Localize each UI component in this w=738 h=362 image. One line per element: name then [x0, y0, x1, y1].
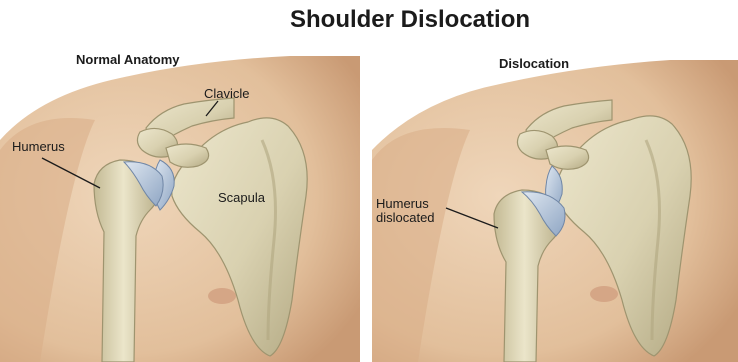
label-humerus: Humerus: [12, 139, 65, 154]
diagram-title: Shoulder Dislocation: [290, 6, 530, 33]
panel-heading-dislocation: Dislocation: [499, 56, 569, 71]
label-humerus-dislocated-line1: Humerus: [376, 196, 429, 211]
nipple: [208, 288, 236, 304]
label-clavicle: Clavicle: [204, 86, 250, 101]
nipple-right: [590, 286, 618, 302]
panel-normal-anatomy: Normal Anatomy Clavicle Humerus Scapula: [0, 52, 360, 362]
label-scapula: Scapula: [218, 190, 266, 205]
panel-dislocation: Dislocation Humerus dislocated: [372, 56, 738, 362]
coracoid: [166, 144, 209, 167]
panel-heading-normal: Normal Anatomy: [76, 52, 180, 67]
label-humerus-dislocated-line2: dislocated: [376, 210, 435, 225]
